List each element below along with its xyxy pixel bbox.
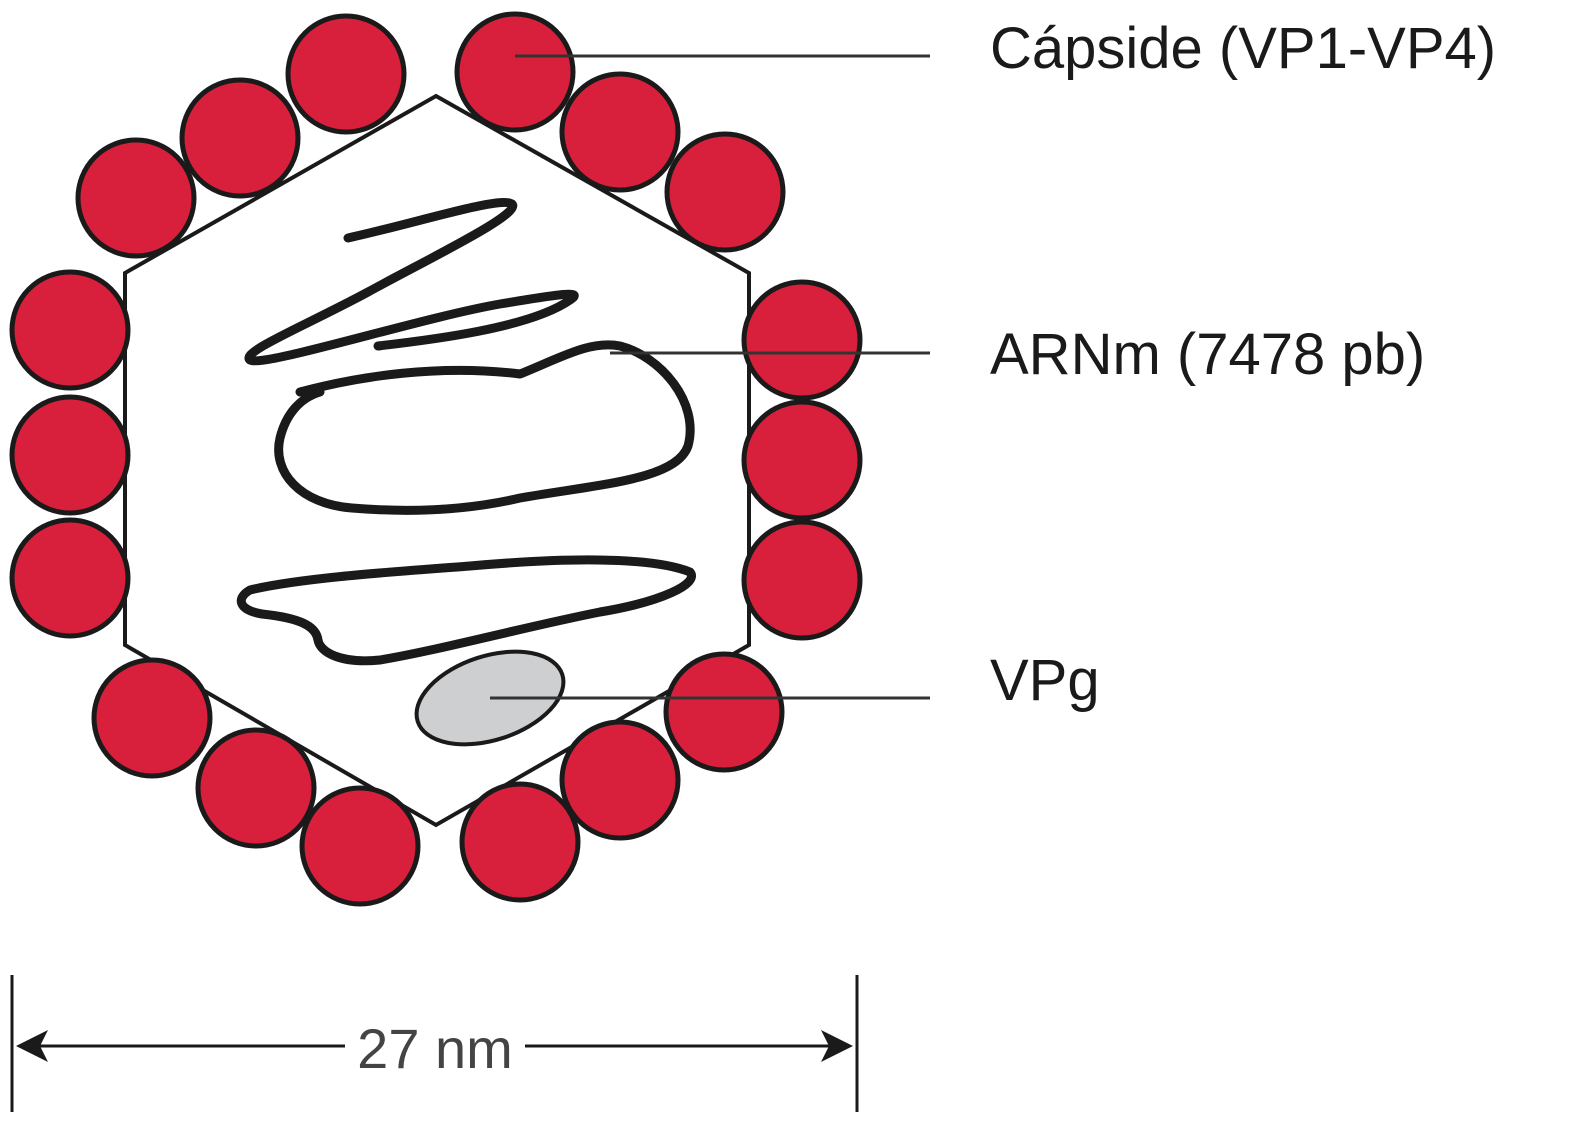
scale-bar	[10, 975, 859, 1112]
rna-label: ARNm (7478 pb)	[990, 322, 1425, 387]
vpg-label: VPg	[990, 648, 1100, 713]
capsomer	[741, 399, 863, 521]
scale-bar-label: 27 nm	[357, 1017, 513, 1080]
capsomer	[9, 517, 131, 639]
capsomer	[91, 657, 213, 779]
capsid-hexagon	[123, 93, 751, 828]
capsomers	[9, 11, 863, 907]
capsomer	[9, 269, 131, 391]
capsomer	[299, 785, 421, 907]
capsomer	[741, 279, 863, 401]
leader-lines	[490, 54, 930, 700]
scale-bar-left-arrowhead	[16, 1030, 48, 1062]
capsomer	[459, 781, 581, 903]
capsomer	[741, 519, 863, 641]
capsomer	[285, 13, 407, 135]
rna-strand	[236, 198, 696, 666]
capsomer	[195, 727, 317, 849]
capsid-label: Cápside (VP1-VP4)	[990, 16, 1496, 81]
capsomer	[559, 71, 681, 193]
capsomer	[559, 719, 681, 841]
scale-bar-right-arrowhead	[821, 1030, 853, 1062]
capsomer	[664, 131, 786, 253]
capsomer	[9, 394, 131, 516]
capsomer	[179, 77, 301, 199]
capsomer	[663, 651, 785, 773]
capsomer	[75, 137, 197, 259]
capsomer	[454, 11, 576, 133]
